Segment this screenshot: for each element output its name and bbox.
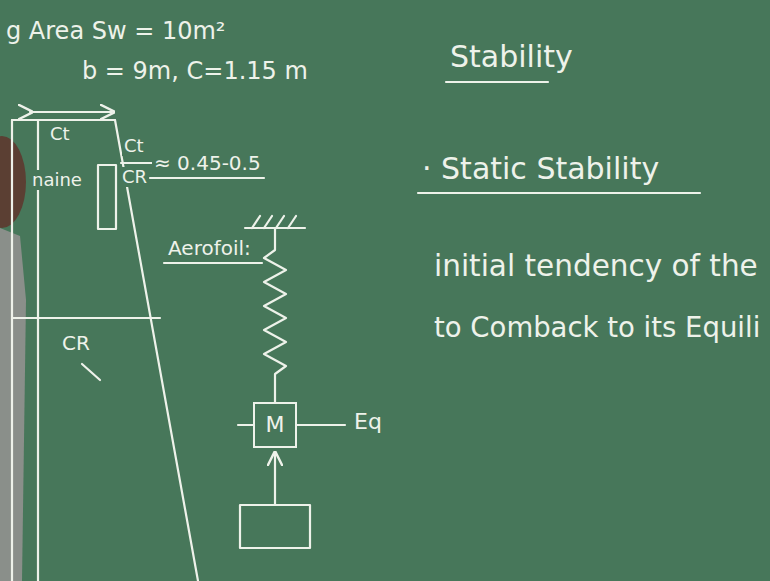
wing-planform xyxy=(12,112,198,581)
tip-chord-label: Ct xyxy=(48,124,72,144)
fraction-bar xyxy=(121,162,152,164)
underline xyxy=(164,262,262,264)
ratio-numerator: Ct xyxy=(122,136,146,156)
definition-line: to Comback to its Equili xyxy=(432,312,762,342)
underline xyxy=(418,192,700,194)
wing-area-note: g Area Sw = 10m² xyxy=(4,18,228,44)
bullet-heading: · Static Stability xyxy=(420,152,661,185)
equilibrium-label: Eq xyxy=(352,410,384,434)
ratio-denominator: CR xyxy=(120,167,149,187)
board-heading: Stability xyxy=(448,40,575,73)
spring-mass-system xyxy=(238,216,345,548)
ratio-value: ≈ 0.45-0.5 xyxy=(152,152,263,174)
partial-word: naine xyxy=(30,170,84,190)
root-chord-label: CR xyxy=(60,332,92,354)
underline xyxy=(150,177,264,179)
section-heading: Aerofoil: xyxy=(166,237,253,259)
dimension-note: b = 9m, C=1.15 m xyxy=(80,58,310,84)
underline xyxy=(446,81,548,83)
mass-box: M xyxy=(253,402,297,448)
mass-label: M xyxy=(266,413,285,437)
definition-line: initial tendency of the xyxy=(432,250,760,282)
